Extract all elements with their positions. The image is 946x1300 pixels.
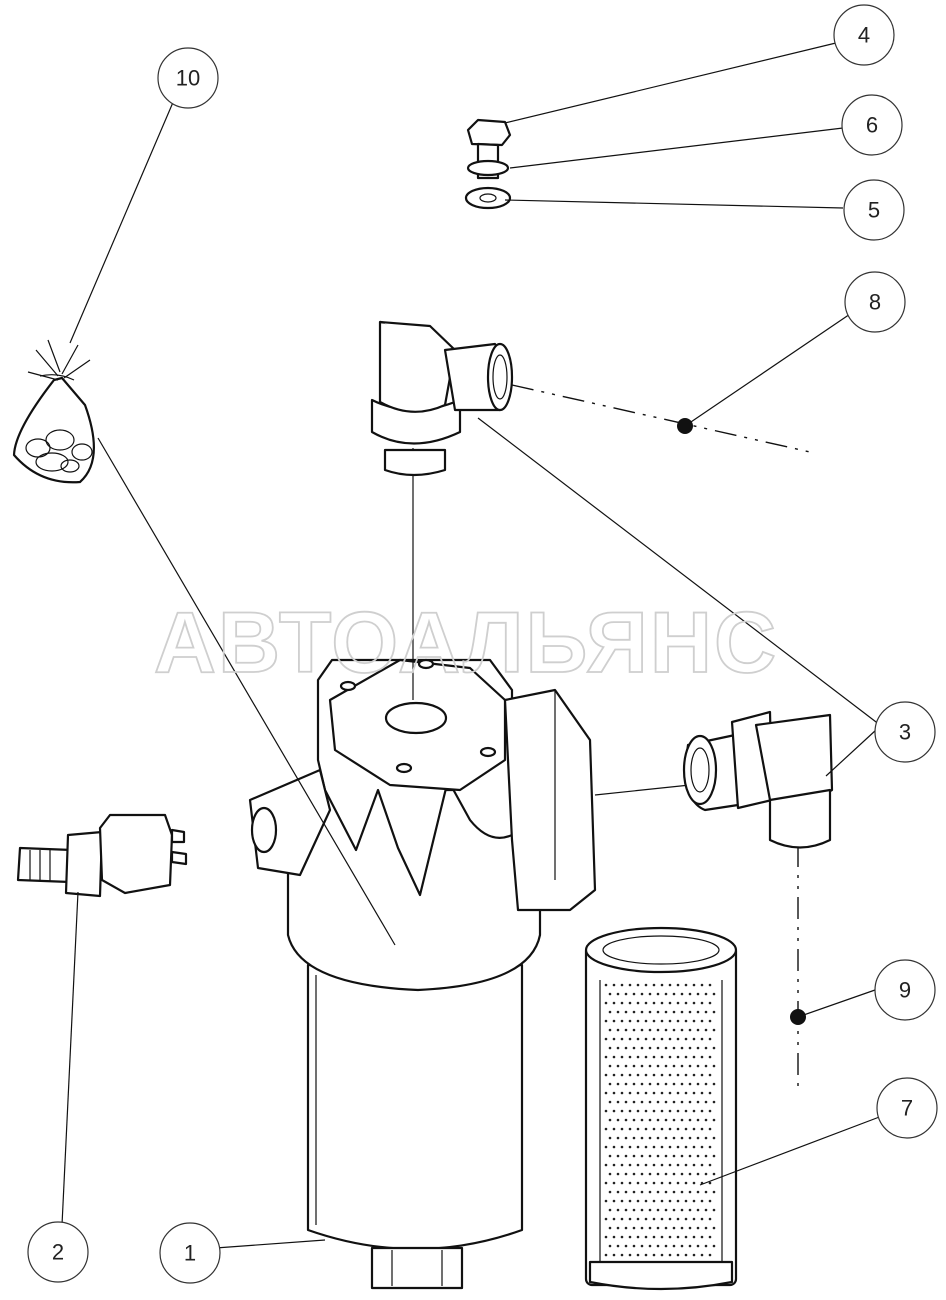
svg-text:5: 5	[868, 198, 880, 223]
marker-dot-9	[790, 1009, 806, 1025]
elbow-fitting-icon	[682, 710, 834, 849]
pressure-switch-icon	[16, 813, 188, 898]
watermark-text: АВТОАЛЬЯНС	[154, 595, 778, 691]
callout-8: 8	[844, 271, 906, 333]
svg-text:10: 10	[176, 66, 200, 91]
line-8	[511, 384, 811, 453]
assembly-line-right	[594, 784, 691, 796]
callout-3: 3	[874, 701, 936, 763]
callout-5: 5	[843, 179, 905, 241]
elbow-fitting-icon	[370, 320, 514, 477]
svg-text:7: 7	[901, 1096, 913, 1121]
seal-kit-bag-icon	[12, 339, 95, 484]
svg-text:4: 4	[858, 23, 870, 48]
filter-element-icon	[584, 926, 738, 1291]
svg-text:3: 3	[899, 720, 911, 745]
filter-housing-icon	[248, 658, 597, 1290]
washer-icon	[464, 159, 512, 210]
callout-9: 9	[874, 959, 936, 1021]
callout-2: 2	[27, 1221, 89, 1283]
callout-10: 10	[157, 47, 219, 109]
callout-7: 7	[876, 1077, 938, 1139]
leader-lines	[61, 41, 883, 1251]
svg-text:8: 8	[869, 290, 881, 315]
callout-6: 6	[841, 94, 903, 156]
svg-text:2: 2	[52, 1240, 64, 1265]
svg-text:9: 9	[899, 978, 911, 1003]
svg-text:6: 6	[866, 113, 878, 138]
svg-text:1: 1	[184, 1241, 196, 1266]
callout-4: 4	[833, 4, 895, 66]
marker-dot-8	[677, 418, 693, 434]
callout-1: 1	[159, 1222, 221, 1284]
